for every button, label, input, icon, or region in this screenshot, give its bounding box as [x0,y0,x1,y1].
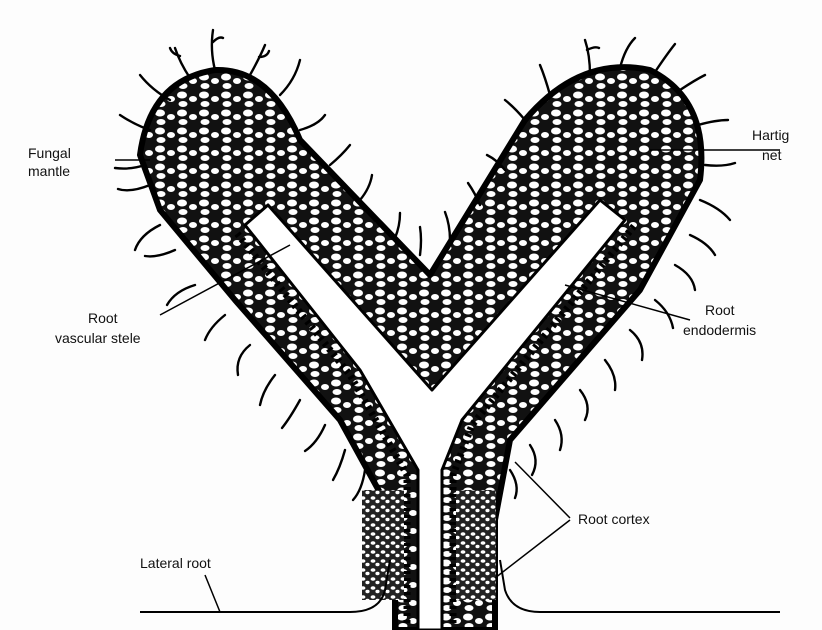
stem-cortex-left [362,490,404,600]
label-hartig-net-2: net [762,147,782,163]
stem-cortex-right [456,490,496,600]
label-root-endodermis-2: endodermis [683,322,756,338]
lateral-root-baseline-right [500,560,780,612]
label-root-vascular-stele-2: vascular stele [55,330,141,346]
label-lateral-root: Lateral root [140,555,211,571]
leader-root-cortex-a [515,462,570,518]
leader-lateral-root [205,575,220,612]
leader-root-cortex-b [495,520,570,578]
label-root-endodermis-1: Root [705,302,735,318]
label-root-vascular-stele-1: Root [88,310,118,326]
label-hartig-net-1: Hartig [752,127,789,143]
label-fungal-mantle-1: Fungal [28,145,71,161]
label-fungal-mantle-2: mantle [28,163,70,179]
label-root-cortex: Root cortex [578,511,650,527]
